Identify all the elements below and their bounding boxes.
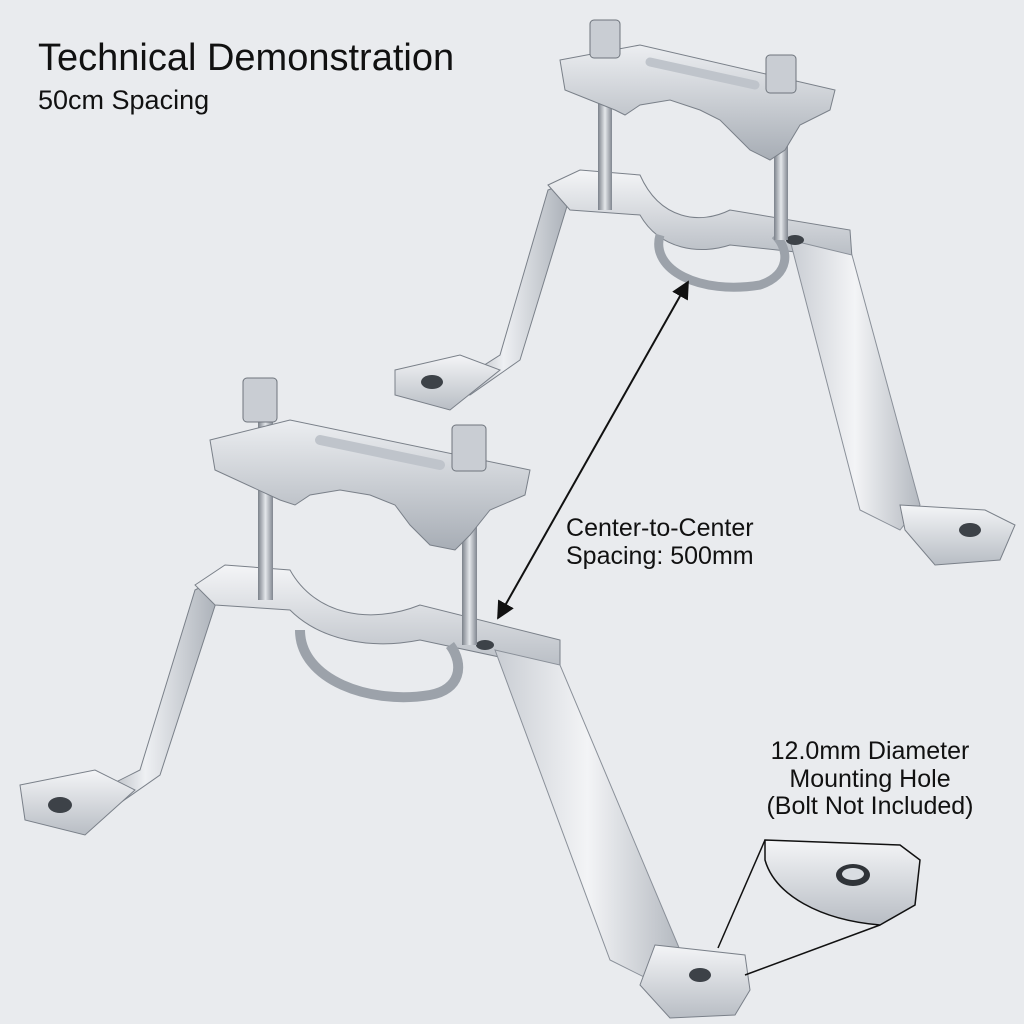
back-bracket: [394, 19, 1016, 566]
back-right-foot: [899, 504, 1016, 566]
front-clamp-slot: [315, 435, 445, 470]
back-right-leg: [789, 239, 921, 531]
mounting-hole-zoom-callout: [717, 839, 921, 976]
spacing-dimension-arrow: [497, 280, 689, 620]
hole-callout-line-2: Mounting Hole: [789, 764, 951, 793]
back-left-foot: [394, 354, 501, 411]
front-right-nut: [451, 424, 487, 472]
callout-line-upper: [717, 839, 766, 949]
zoomed-foot-hole-inner: [842, 868, 864, 880]
mounting-hole-callout-label: 12.0mm Diameter Mounting Hole (Bolt Not …: [735, 737, 1005, 821]
spacing-callout-label: Center-to-Center Spacing: 500mm: [566, 514, 754, 570]
back-left-nut: [589, 19, 621, 59]
front-right-foot-hole: [689, 968, 711, 982]
back-clamp-plate: [559, 44, 836, 161]
page-title: Technical Demonstration: [38, 37, 455, 79]
front-u-bolt: [295, 629, 464, 703]
front-left-nut: [242, 377, 278, 423]
spacing-callout-line-1: Center-to-Center: [566, 514, 754, 542]
front-band-hole: [476, 640, 494, 650]
back-clamp-slot: [645, 57, 760, 90]
front-left-foot: [19, 769, 136, 836]
back-right-foot-hole: [959, 523, 981, 537]
front-right-foot: [639, 944, 751, 1019]
hole-callout-line-3: (Bolt Not Included): [766, 792, 974, 820]
front-bracket: [19, 377, 751, 1019]
back-right-nut: [765, 54, 797, 94]
back-left-foot-hole: [421, 375, 443, 389]
hole-callout-line-1: 12.0mm Diameter: [770, 737, 970, 765]
front-right-leg: [494, 649, 681, 986]
callout-line-lower: [744, 924, 881, 976]
spacing-callout-line-2: Spacing: 500mm: [566, 541, 754, 570]
front-left-foot-hole: [48, 797, 72, 813]
back-u-bolt: [654, 231, 790, 292]
page-subtitle: 50cm Spacing: [38, 85, 210, 115]
back-band-hole: [786, 235, 804, 245]
